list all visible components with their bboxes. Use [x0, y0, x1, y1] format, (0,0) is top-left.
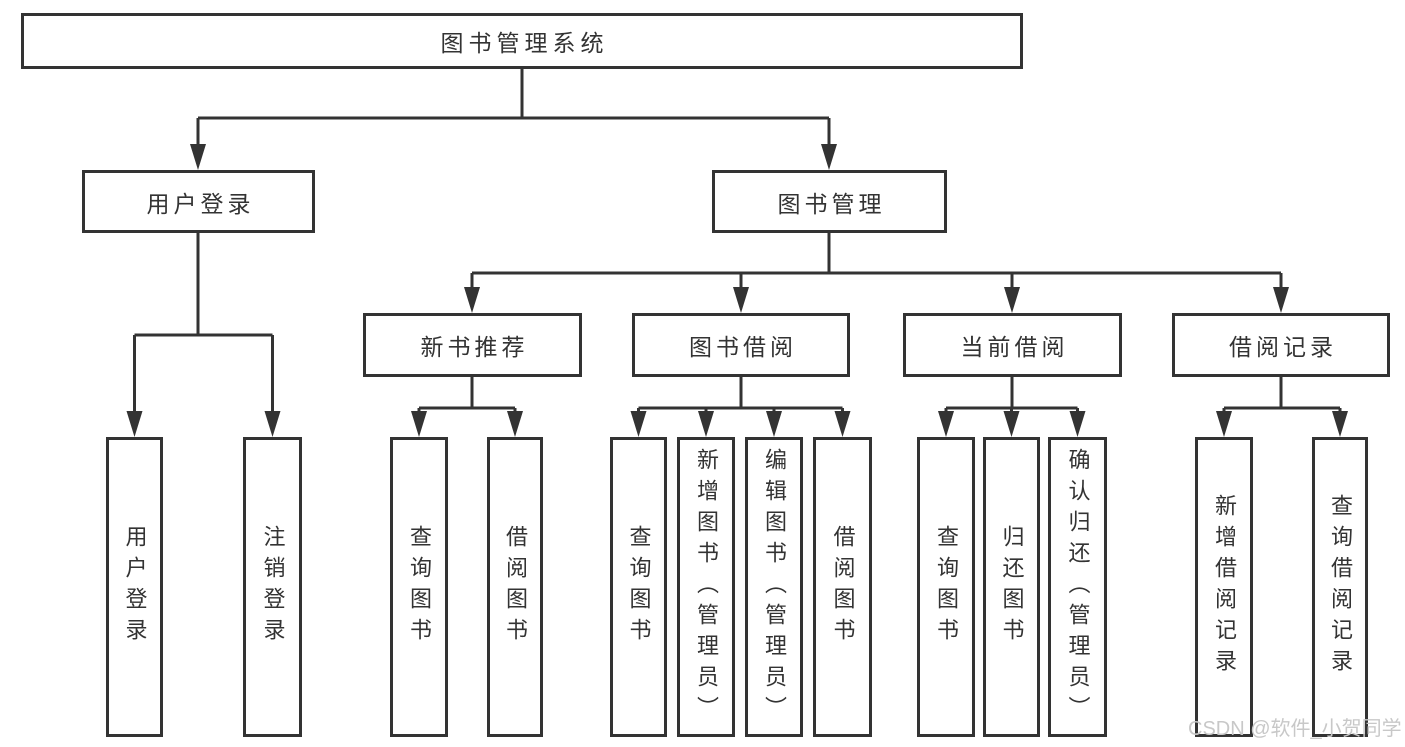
leaf-bb-borrow-books: 借阅图书	[813, 437, 872, 737]
leaf-user-login: 用户登录	[106, 437, 163, 737]
node-label: 新增图书（管理员）	[694, 447, 719, 727]
node-label: 新增借阅记录	[1212, 494, 1237, 680]
leaf-cb-query-books: 查询图书	[917, 437, 975, 737]
node-borrow-record: 借阅记录	[1172, 313, 1390, 377]
node-label: 图书管理系统	[440, 30, 609, 56]
leaf-br-query-record: 查询借阅记录	[1312, 437, 1368, 737]
node-label: 用户登录	[122, 525, 148, 649]
leaf-cb-return-book: 归还图书	[983, 437, 1040, 737]
node-book-borrow: 图书借阅	[632, 313, 850, 377]
connector-current-borrow	[944, 377, 1079, 415]
node-label: 借阅记录	[1229, 334, 1337, 360]
connector-borrow-record	[1222, 377, 1342, 415]
node-library-system: 图书管理系统	[21, 13, 1023, 69]
node-label: 借阅图书	[830, 525, 856, 649]
node-label: 查询图书	[934, 525, 959, 649]
leaf-bb-query-books: 查询图书	[610, 437, 667, 737]
leaf-nbr-borrow-books: 借阅图书	[487, 437, 543, 737]
node-label: 归还图书	[999, 525, 1025, 649]
node-current-borrow: 当前借阅	[903, 313, 1122, 377]
watermark: CSDN @软件_小贺同学	[1188, 718, 1402, 740]
leaf-logout: 注销登录	[243, 437, 302, 737]
node-label: 确认归还（管理员）	[1065, 447, 1091, 727]
connector-book-management	[470, 233, 1283, 291]
leaf-bb-add-book-admin: 新增图书（管理员）	[677, 437, 735, 737]
node-label: 新书推荐	[420, 334, 529, 360]
node-new-book-recommend: 新书推荐	[363, 313, 582, 377]
connector-user-login	[133, 233, 274, 415]
leaf-cb-confirm-return-admin: 确认归还（管理员）	[1048, 437, 1107, 737]
node-book-management: 图书管理	[712, 170, 947, 233]
node-label: 注销登录	[260, 525, 286, 649]
node-user-login: 用户登录	[82, 170, 315, 233]
node-label: 图书借阅	[689, 334, 797, 360]
node-label: 图书管理	[777, 190, 886, 217]
leaf-nbr-query-books: 查询图书	[390, 437, 448, 737]
connector-new-book-recommend	[417, 377, 517, 415]
connector-root	[196, 68, 831, 150]
node-label: 当前借阅	[960, 334, 1069, 360]
node-label: 编辑图书（管理员）	[762, 447, 787, 727]
node-label: 用户登录	[146, 190, 255, 217]
node-label: 借阅图书	[503, 525, 528, 649]
arrowheads	[126, 144, 1348, 437]
node-label: 查询图书	[626, 525, 652, 649]
node-label: 查询图书	[407, 525, 432, 649]
node-label: 查询借阅记录	[1328, 494, 1353, 680]
connector-book-borrow	[637, 377, 844, 415]
leaf-bb-edit-book-admin: 编辑图书（管理员）	[745, 437, 803, 737]
leaf-br-add-record: 新增借阅记录	[1195, 437, 1253, 737]
